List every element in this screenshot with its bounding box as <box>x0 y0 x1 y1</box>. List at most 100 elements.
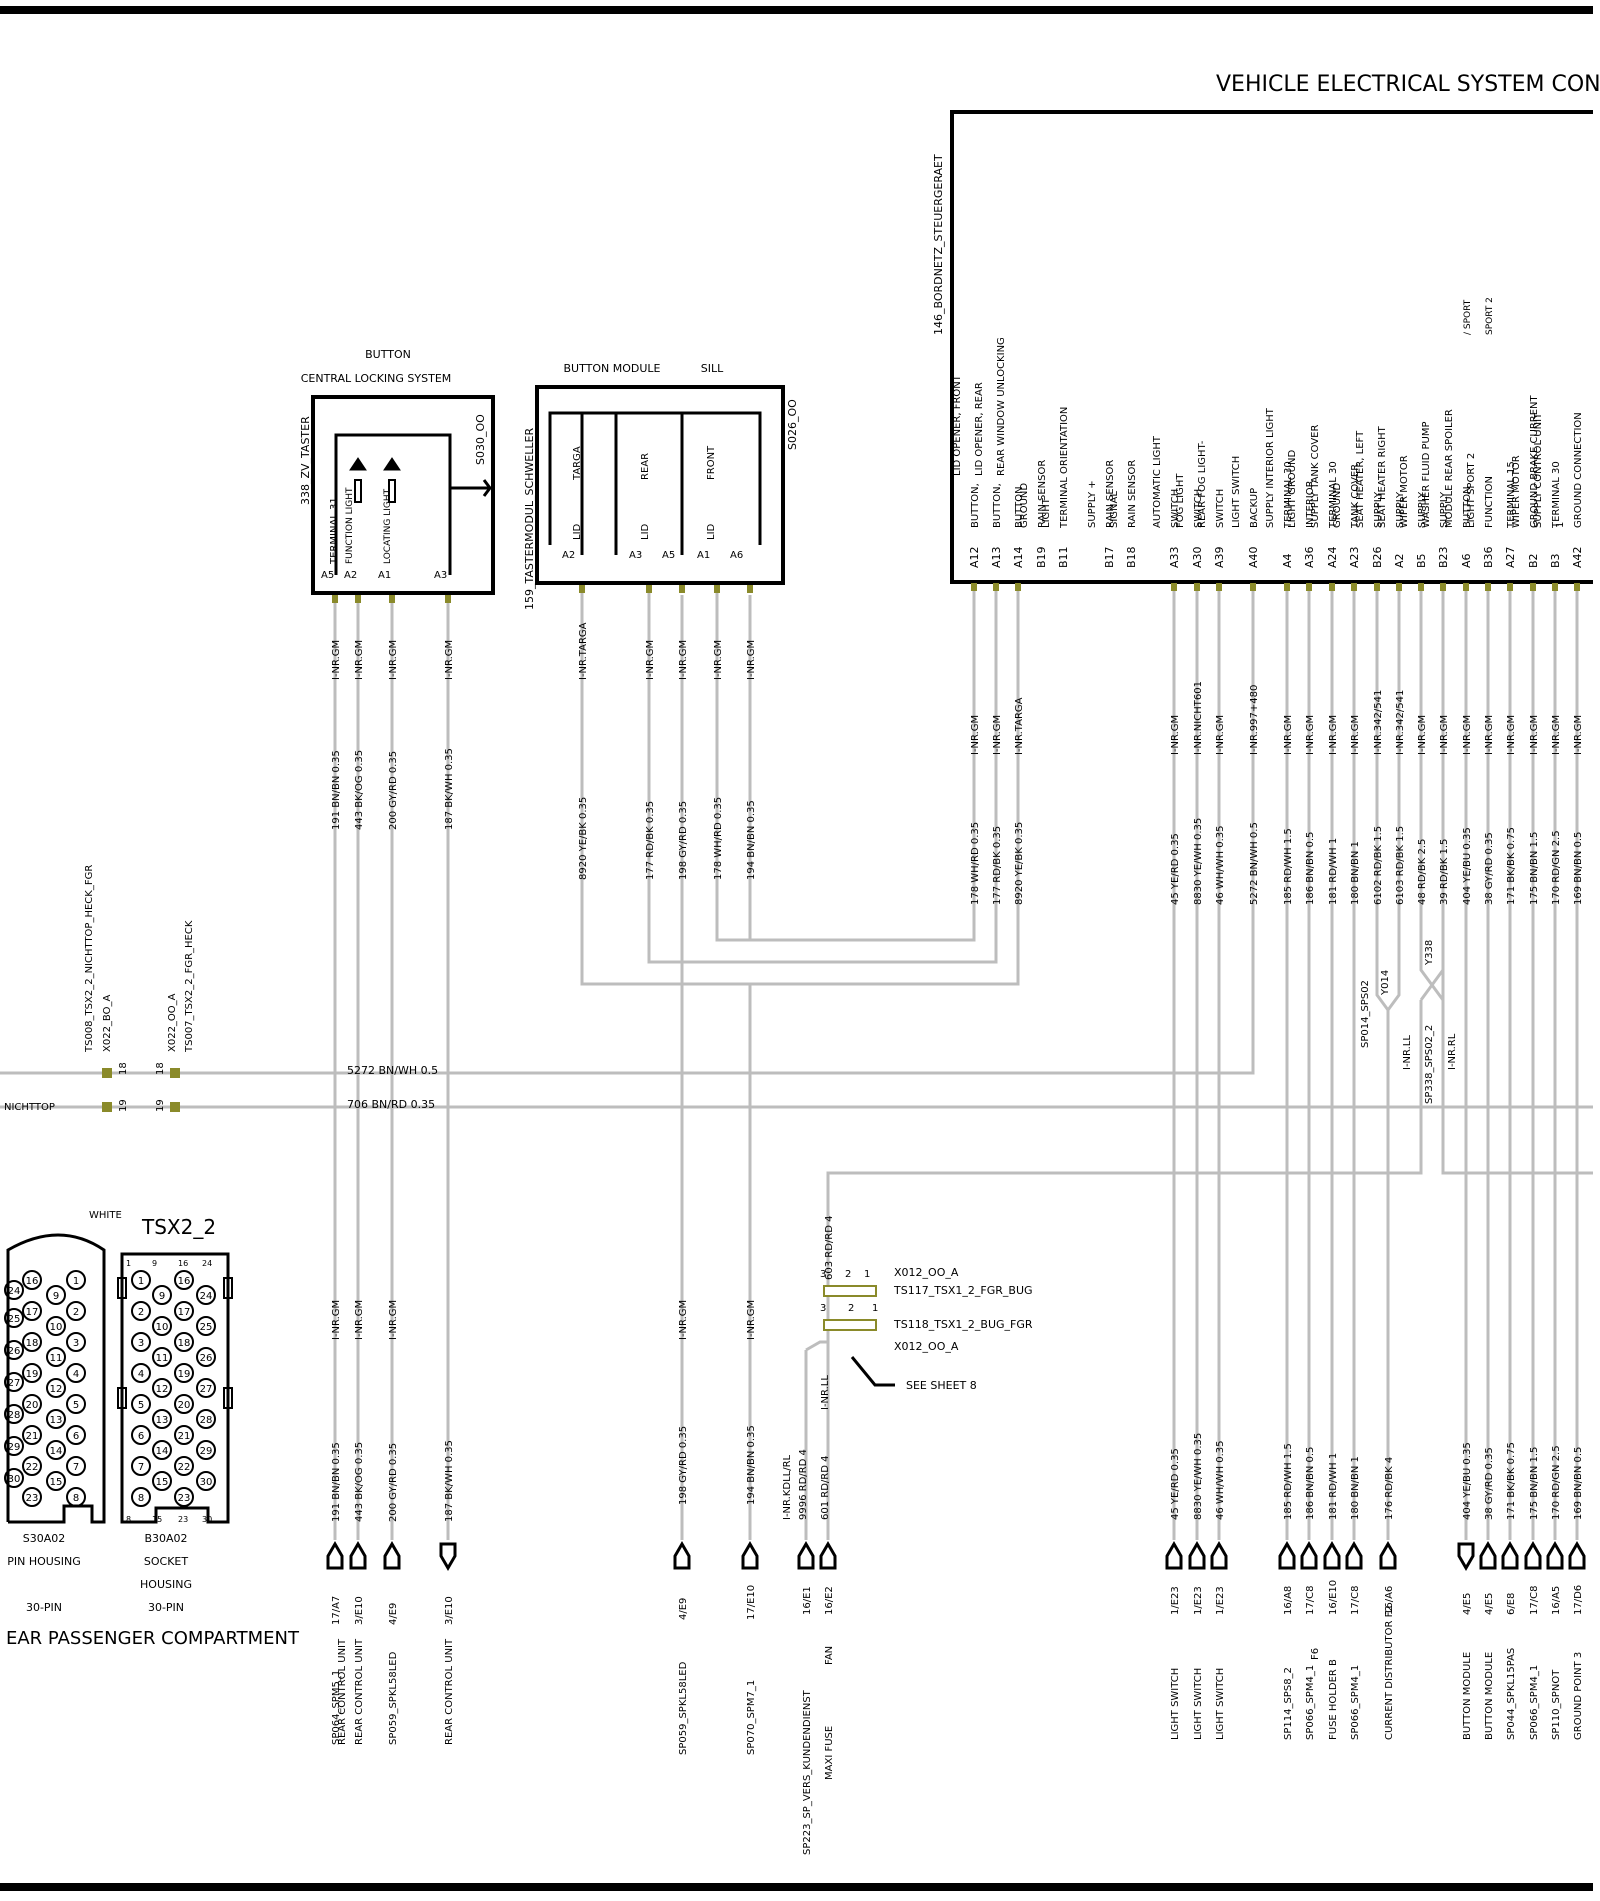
dest-label: CURRENT DISTRIBUTOR F2 <box>1384 1605 1395 1740</box>
wire-spec: I-NR.RL <box>1447 1033 1458 1070</box>
pin-number: 3 <box>820 1303 826 1314</box>
ecu-pin-label: A13 <box>990 546 1003 568</box>
tsx-desc: HOUSING <box>140 1578 192 1591</box>
connector-label: TS007_TSX2_2_FGR_HECK <box>184 920 195 1053</box>
cls-pin <box>332 595 338 603</box>
dest-label: SP223_SP_VERS_KUNDENDIENST <box>802 1689 813 1855</box>
ref-label: 3/E10 <box>354 1596 365 1625</box>
terminal <box>1524 1541 1542 1570</box>
module-pin <box>579 585 585 593</box>
wire-a14 <box>580 590 1020 986</box>
pin-number: 7 <box>138 1462 144 1473</box>
ecu-pin <box>1194 583 1200 591</box>
ecu-pin-function: SUPPLY <box>1395 491 1406 528</box>
terminal <box>1323 1541 1341 1570</box>
pin-number: 3 <box>138 1338 144 1349</box>
pin-number: 2 <box>138 1307 144 1318</box>
pin-number: 9 <box>53 1291 59 1302</box>
dest-label: LIGHT SWITCH <box>1215 1668 1226 1740</box>
pin-cavity <box>152 1347 172 1367</box>
wire-spec: NICHTTOP <box>4 1102 55 1113</box>
terminal <box>349 1541 367 1570</box>
wire-spec: I-NR.GM <box>331 640 342 680</box>
pin-cavity <box>22 1332 42 1352</box>
wire-spec: 6102 RD/BK 1.5 <box>1373 826 1384 905</box>
ecu-pin-function: WIPER MOTOR <box>1511 455 1522 528</box>
dest-label: FAN <box>824 1646 835 1665</box>
cls-pin-label: A5 <box>321 570 334 581</box>
ecu-pin-label: B36 <box>1482 546 1495 568</box>
pin-number: 10 <box>50 1322 63 1333</box>
cls-title: CENTRAL LOCKING SYSTEM <box>301 372 452 385</box>
pin-number: 19 <box>26 1369 39 1380</box>
pin-number: 1 <box>872 1303 878 1314</box>
dest-label: SP070_SPM7_1 <box>746 1680 757 1755</box>
pin-number: 21 <box>26 1431 39 1442</box>
pin-number: 24 <box>8 1286 21 1297</box>
bottom-border <box>0 1883 1593 1891</box>
pin-cavity <box>46 1440 66 1460</box>
pin-cavity <box>152 1378 172 1398</box>
wire-spec: I-NR.GM <box>1551 715 1562 755</box>
wire-spec: 48 RD/BK 2.5 <box>1417 839 1428 905</box>
pin-cavity <box>152 1440 172 1460</box>
module-title: SILL <box>701 362 724 375</box>
ecu-pin-function: SEAT HEATER, LEFT <box>1355 430 1366 528</box>
pin-cavity <box>131 1332 151 1352</box>
module-pin-label: A3 <box>629 550 642 561</box>
pin-cavity <box>22 1363 42 1383</box>
wire-spec: 603 RD/RD 4 <box>824 1216 835 1280</box>
wire-5272 <box>0 590 1255 1075</box>
pin-cavity <box>4 1280 24 1300</box>
ecu-pin-function: GROUND CONNECTION <box>1573 412 1584 528</box>
pin-cavity <box>66 1487 86 1507</box>
ecu-pin <box>1552 583 1558 591</box>
latch <box>223 1277 233 1299</box>
wire-spec: 185 RD/WH 1.5 <box>1283 828 1294 905</box>
ecu-pin-function: TERMINAL 30 <box>1328 461 1339 529</box>
wire-spec: 169 BN/BN 0.5 <box>1573 832 1584 905</box>
ecu-pin-label: A12 <box>968 546 981 568</box>
ref-label: 17/E10 <box>746 1585 757 1620</box>
wire-spec: 169 BN/BN 0.5 <box>1573 1447 1584 1520</box>
pin-number: 1 <box>864 1269 870 1280</box>
wire-spec: I-NR.GM <box>1170 715 1181 755</box>
wire-spec: I-NR.342/541 <box>1373 690 1384 755</box>
pin-cavity <box>66 1363 86 1383</box>
wire-spec: 46 WH/WH 0.35 <box>1215 825 1226 905</box>
wire-spec: I-NR.GM <box>1283 715 1294 755</box>
module-inner: REAR <box>640 453 651 480</box>
dest-label: SP110_SPNOT <box>1551 1669 1562 1740</box>
terminal <box>1300 1541 1318 1570</box>
dest-label: SP066_SPM4_1 <box>1529 1665 1540 1740</box>
ecu-pin <box>1171 583 1177 591</box>
pin-number: 3 <box>820 1269 826 1280</box>
pin-number: 30 <box>8 1474 21 1485</box>
ecu-pin-function: WASHER FLUID PUMP <box>1421 422 1432 528</box>
wire-spec: I-NR.GM <box>645 640 656 680</box>
terminal <box>439 1542 457 1571</box>
ecu-pin-label: A42 <box>1571 546 1584 568</box>
pin-number: 18 <box>178 1338 191 1349</box>
ref-label: 16/A6 <box>1384 1586 1395 1615</box>
ecu-pin-label: A33 <box>1168 546 1181 568</box>
pin-cavity <box>174 1332 194 1352</box>
page-title: VEHICLE ELECTRICAL SYSTEM CON <box>1216 72 1600 97</box>
ecu-pin <box>1015 583 1021 591</box>
cls-inner: LOCATING LIGHT <box>383 488 393 564</box>
pin-cavity <box>46 1378 66 1398</box>
pin-cavity <box>66 1456 86 1476</box>
ecu-box <box>950 110 1593 584</box>
dest-label: SP066_SPM4_1 <box>1350 1665 1361 1740</box>
connector-label: X012_OO_A <box>894 1340 959 1353</box>
pin-number: 12 <box>50 1384 63 1395</box>
wire-spec: I-NR.GM <box>1462 715 1473 755</box>
ecu-pin-function: BUTTON <box>1014 486 1025 528</box>
pin-cavity <box>196 1471 216 1491</box>
ecu-pin-function: FOG LIGHT <box>1175 473 1186 528</box>
terminal <box>797 1541 815 1570</box>
wire-spec: I-NR.997+480 <box>1249 685 1260 755</box>
wire-rl <box>1441 1000 1593 1175</box>
wire-spec: 186 BN/BN 0.5 <box>1305 832 1316 905</box>
connector-label: TS118_TSX1_2_BUG_FGR <box>893 1318 1033 1331</box>
